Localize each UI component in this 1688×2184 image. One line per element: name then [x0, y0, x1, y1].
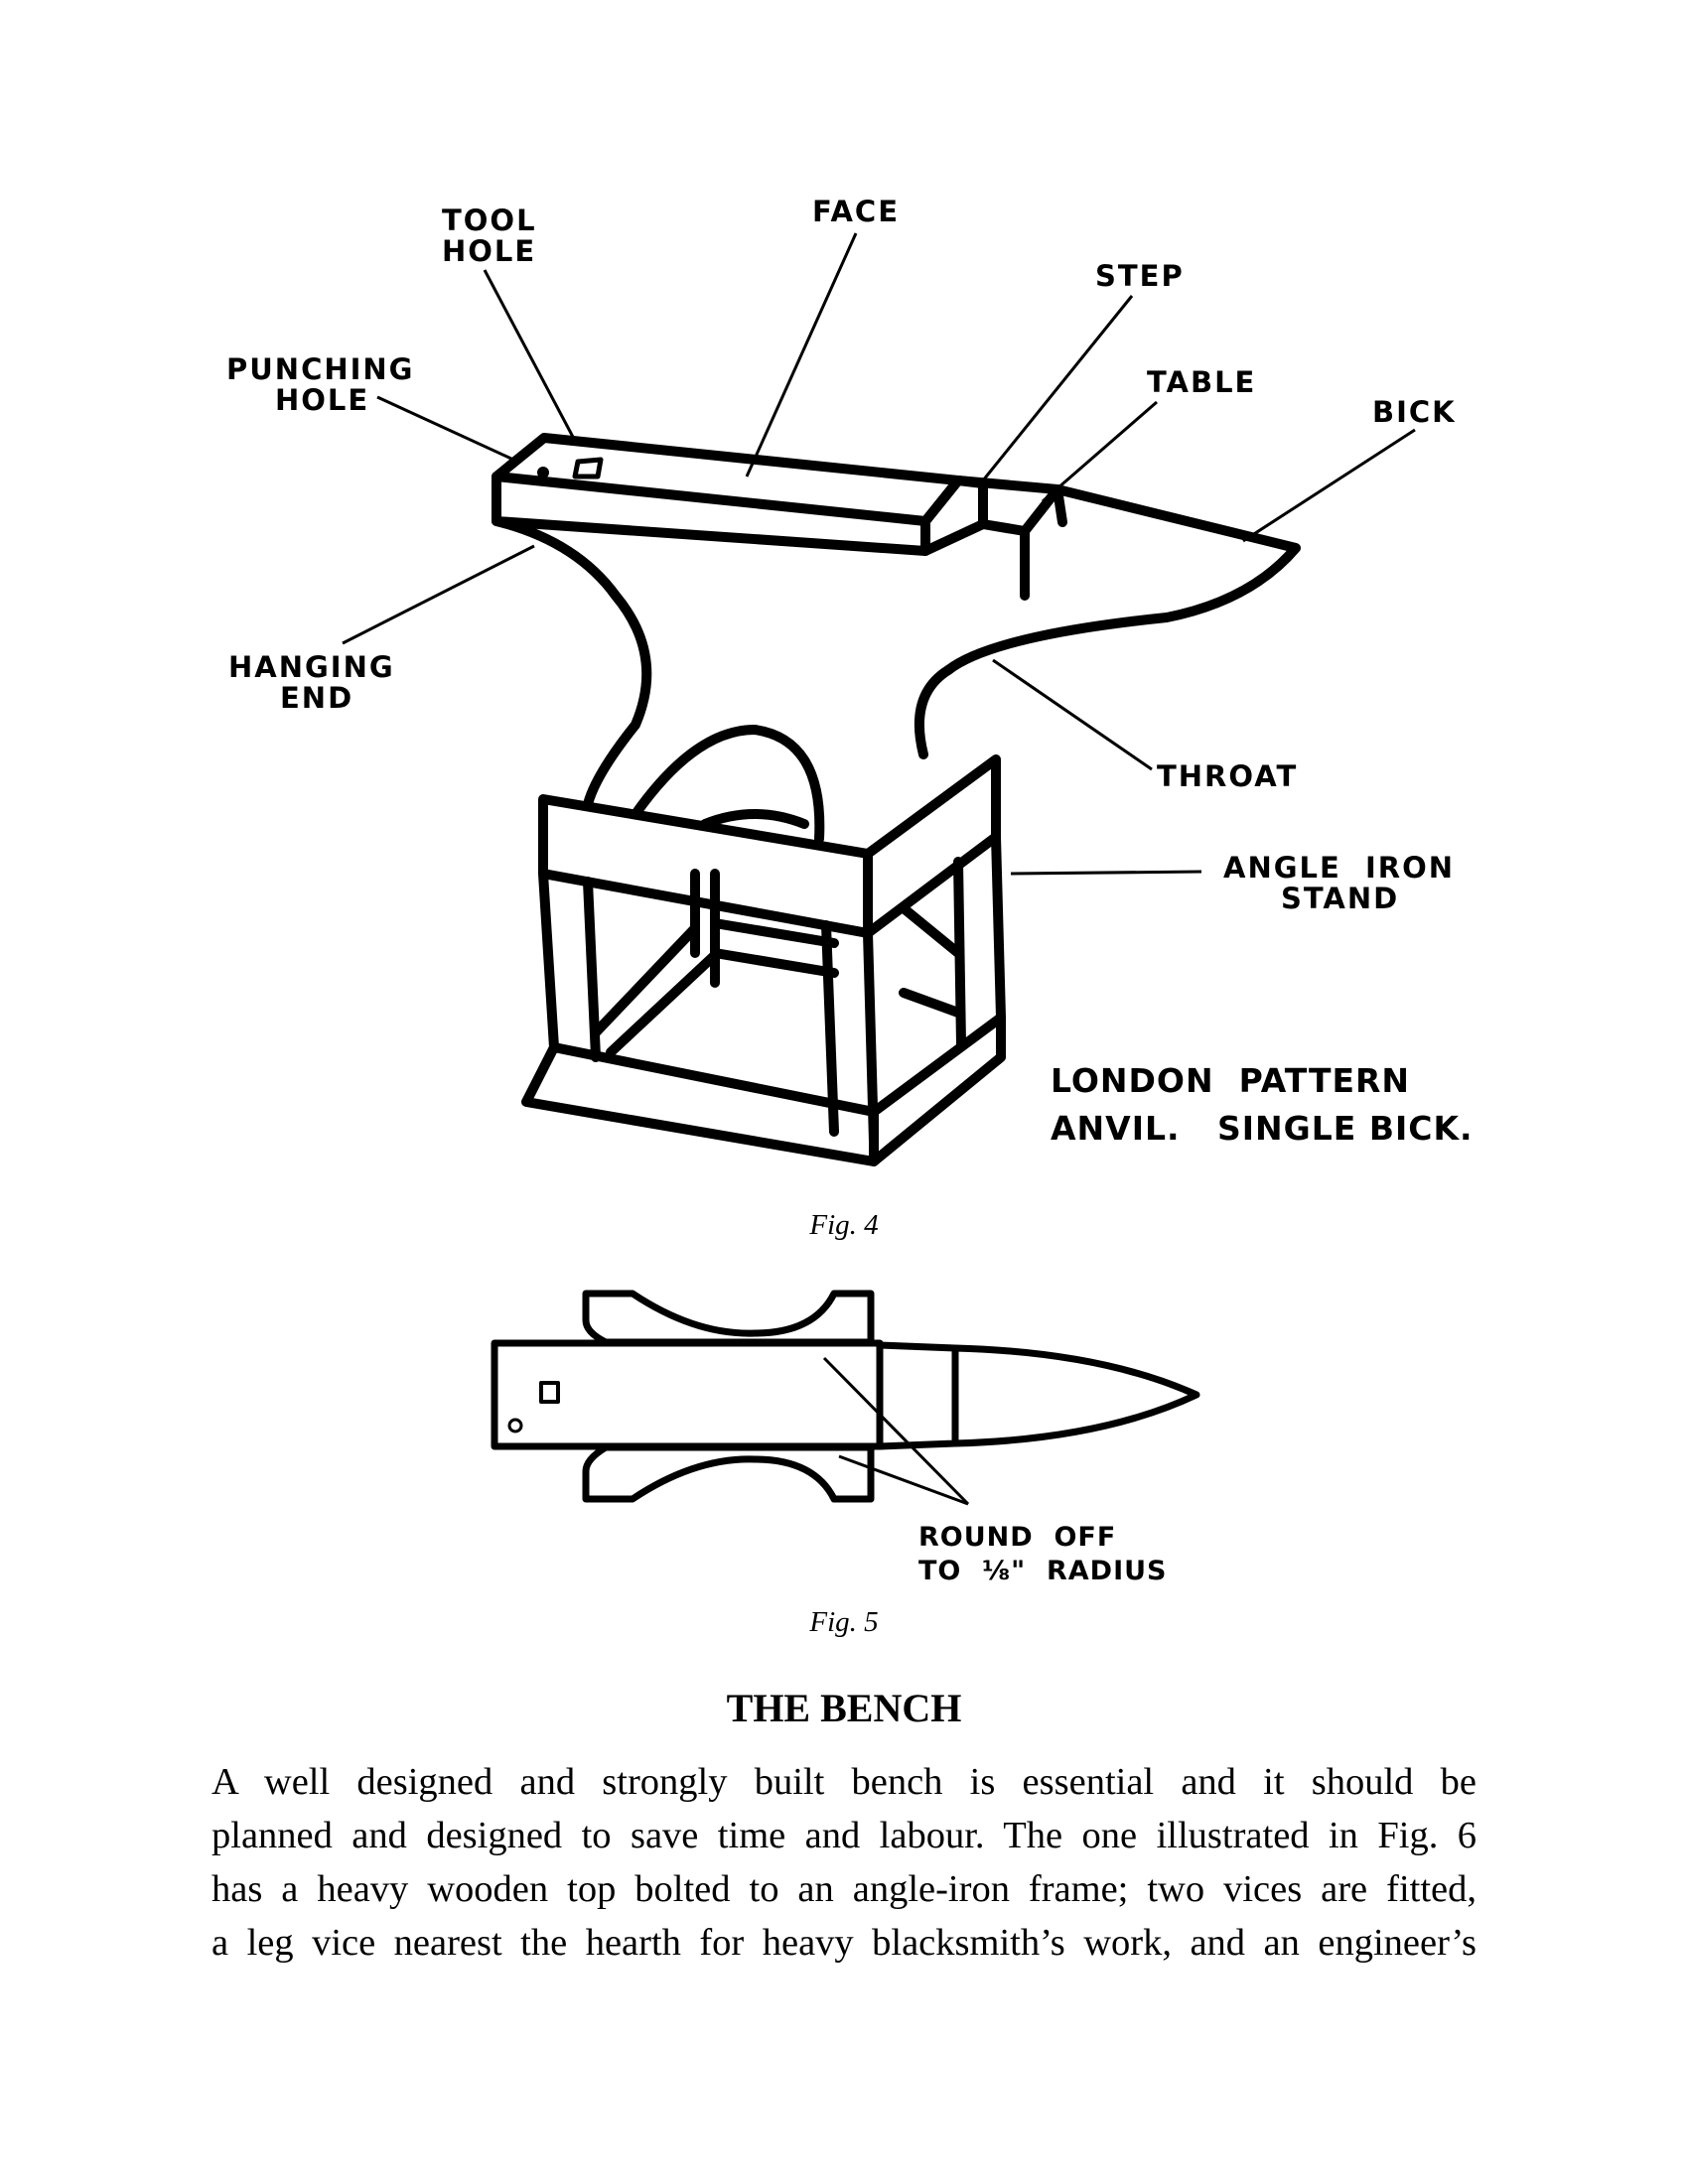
anvil-foot-bottom	[582, 1443, 875, 1503]
label-face: FACE	[812, 195, 900, 228]
anvil-bick-plan	[954, 1344, 1200, 1447]
figure-4-caption: Fig. 4	[809, 1209, 879, 1241]
body-paragraph: A well designed and strongly built bench…	[211, 1755, 1477, 1970]
figure-title-line2: ANVIL. SINGLE BICK.	[1051, 1109, 1474, 1148]
label-round-off-line2: TO ⅛" RADIUS	[918, 1556, 1168, 1586]
leader-bick	[1242, 428, 1416, 543]
label-table: TABLE	[1147, 365, 1256, 399]
label-round-off-line1: ROUND OFF	[918, 1522, 1116, 1553]
anvil-hanging-end	[492, 516, 652, 809]
figure-title-line1: LONDON PATTERN	[1051, 1061, 1410, 1100]
label-tool-hole-line1: TOOL	[442, 204, 537, 237]
label-hanging-end-line2: END	[280, 681, 353, 715]
leader-angle-iron-stand	[1010, 870, 1202, 876]
anvil-plan-diagram-fig5: ROUND OFF TO ⅛" RADIUS	[491, 1290, 1200, 1586]
anvil-table	[953, 476, 1062, 569]
section-heading: THE BENCH	[726, 1686, 962, 1730]
anvil-body-plan	[491, 1339, 884, 1450]
label-punching-hole-line2: HOLE	[275, 383, 369, 417]
anvil-diagram-fig4: TOOL HOLE FACE STEP PUNCHING HOLE TABLE …	[226, 195, 1474, 1166]
leader-tool-hole	[483, 269, 576, 440]
label-angle-iron-stand-line2: STAND	[1281, 882, 1399, 915]
tool-hole-plan	[539, 1381, 560, 1404]
leader-throat	[992, 658, 1153, 771]
leader-table	[1042, 400, 1158, 503]
label-tool-hole-line2: HOLE	[442, 234, 536, 268]
anvil-foot-top	[582, 1290, 875, 1346]
anvil-bick	[943, 484, 1301, 675]
anvil-throat	[914, 665, 953, 759]
leader-round-off-a	[822, 1356, 970, 1506]
leader-hanging-end	[342, 544, 535, 645]
label-punching-hole-line1: PUNCHING	[226, 352, 415, 386]
label-throat: THROAT	[1157, 759, 1298, 793]
label-angle-iron-stand-line1: ANGLE IRON	[1223, 851, 1455, 885]
label-hanging-end-line1: HANGING	[228, 650, 395, 684]
leader-round-off-b	[838, 1454, 969, 1506]
anvil-table-plan	[879, 1341, 959, 1450]
leader-punching-hole	[376, 395, 512, 461]
leader-step	[981, 295, 1134, 481]
paragraph-line-4: a leg vice nearest the hearth for heavy …	[211, 1922, 1477, 1964]
label-step: STEP	[1095, 259, 1185, 293]
paragraph-line-3: has a heavy wooden top bolted to an angl…	[211, 1868, 1477, 1910]
anvil-face-front	[492, 472, 930, 556]
punching-hole-mark	[537, 467, 549, 478]
punching-hole-plan	[507, 1418, 523, 1433]
leader-face	[745, 232, 858, 478]
tool-hole-mark	[572, 457, 604, 479]
paragraph-line-2: planned and designed to save time and la…	[211, 1815, 1477, 1856]
figure-5-caption: Fig. 5	[809, 1606, 879, 1638]
paragraph-line-1: A well designed and strongly built bench…	[211, 1761, 1477, 1803]
label-bick: BICK	[1372, 395, 1457, 429]
